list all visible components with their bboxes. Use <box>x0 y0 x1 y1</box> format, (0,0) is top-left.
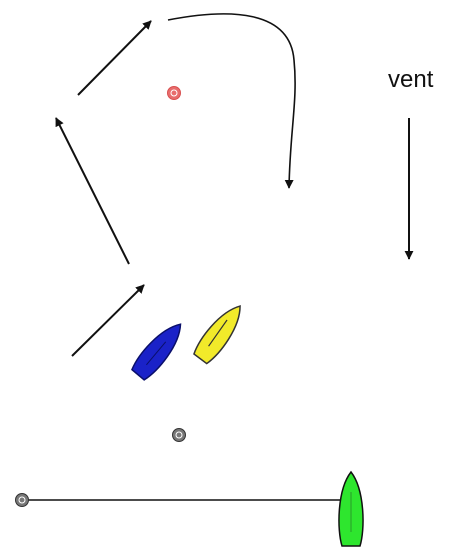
green-boat <box>339 472 363 546</box>
blue-boat <box>130 317 189 382</box>
course-arrow-3 <box>78 21 151 95</box>
leeward-mark <box>173 429 186 442</box>
start-pin-mark <box>16 494 29 507</box>
windward-mark <box>168 87 181 100</box>
course-arrow-rounding <box>168 14 295 188</box>
course-arrow-2 <box>56 118 129 264</box>
course-arrow-1 <box>72 285 144 356</box>
wind-label: vent <box>388 66 433 94</box>
yellow-boat <box>191 299 248 365</box>
